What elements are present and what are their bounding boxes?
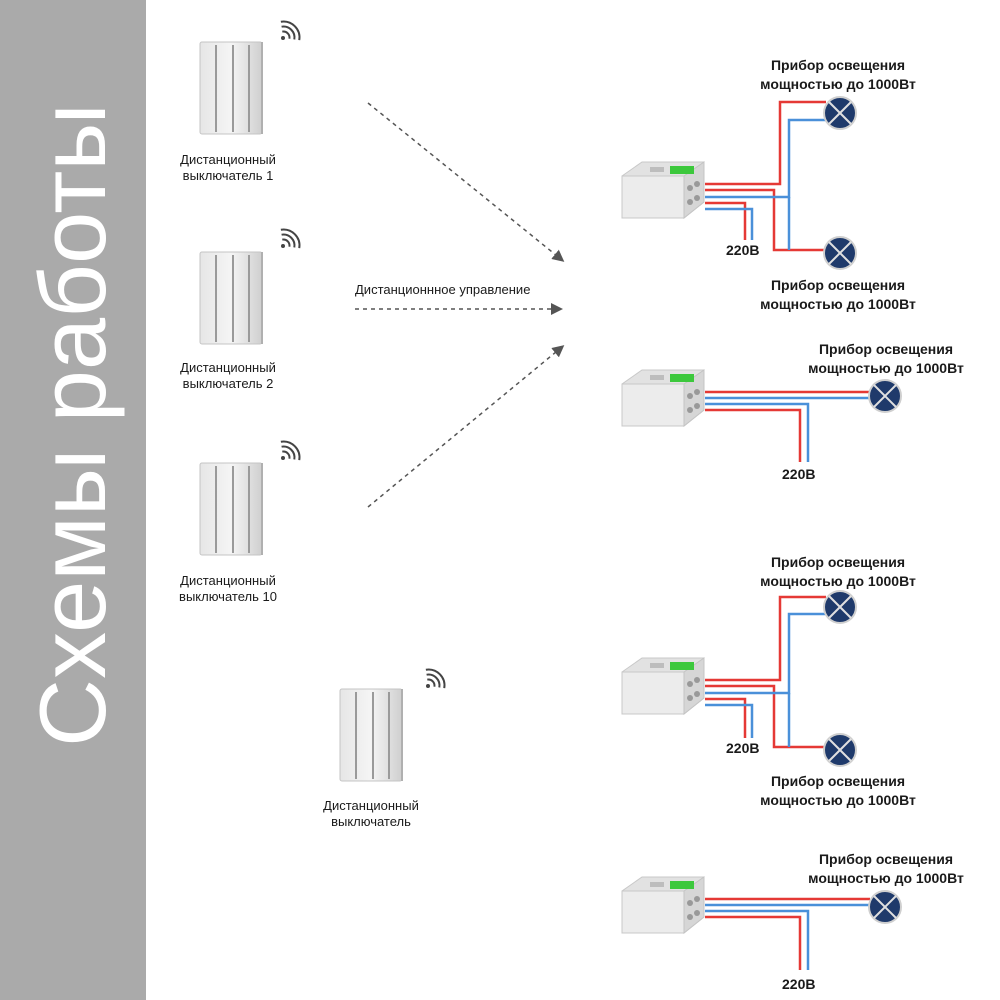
lamp-label-line1: Прибор освещения [818,851,954,867]
lamp-label-line1: Прибор освещения [770,277,906,293]
switch-10-image [199,462,263,556]
relay-module-image [621,876,705,934]
scheme-two-lamps [621,590,857,767]
lamp-label-line2: мощностью до 1000Вт [760,296,916,312]
switch-label: Дистанционный выключатель 2 [168,360,288,392]
lamp-label-line1: Прибор освещения [818,341,954,357]
scheme-one-lamp [621,369,902,462]
lamp-label-line2: мощностью до 1000Вт [808,360,964,376]
lamp-icon [868,890,902,924]
lamp-label-line2: мощностью до 1000Вт [760,573,916,589]
remote-arrow [367,102,565,262]
voltage-label: 220В [782,976,816,992]
voltage-label: 220В [726,242,760,258]
switch-label-line2: выключатель 10 [179,589,277,604]
lamp-icon [823,590,857,624]
voltage-label: 220В [726,740,760,756]
switch-label-line2: выключатель 1 [182,168,274,183]
switch-label-line1: Дистанционный [180,152,276,167]
switch-label-line1: Дистанционный [180,573,276,588]
lamp-label-line2: мощностью до 1000Вт [760,76,916,92]
remote-arrow [367,345,565,508]
wifi-icon [424,664,450,690]
switch-label: Дистанционный выключатель 1 [168,152,288,184]
lamp-label-line1: Прибор освещения [770,554,906,570]
switch-label-line1: Дистанционный [323,798,419,813]
lamp-label: Прибор освещения мощностью до 1000Вт [748,56,928,94]
switch-single-image [339,688,403,782]
lamp-icon [823,733,857,767]
sidebar: Схемы работы [0,0,146,1000]
lamp-label-line2: мощностью до 1000Вт [760,792,916,808]
scheme-one-lamp [621,876,902,970]
switch-1-image [199,41,263,135]
relay-module-image [621,369,705,427]
wifi-icon [279,436,305,462]
lamp-label-line1: Прибор освещения [770,773,906,789]
switch-label-line2: выключатель 2 [182,376,274,391]
lamp-icon [868,379,902,413]
switch-label-line1: Дистанционный [180,360,276,375]
switch-label: Дистанционный выключатель [311,798,431,830]
lamp-label: Прибор освещения мощностью до 1000Вт [748,553,928,591]
wifi-icon [279,16,305,42]
lamp-icon [823,96,857,130]
lamp-icon [823,236,857,270]
lamp-label: Прибор освещения мощностью до 1000Вт [748,276,928,314]
switch-label: Дистанционный выключатель 10 [168,573,288,605]
relay-module-image [621,161,705,219]
voltage-label: 220В [782,466,816,482]
lamp-label-line1: Прибор освещения [770,57,906,73]
lamp-label-line2: мощностью до 1000Вт [808,870,964,886]
wifi-icon [279,224,305,250]
lamp-label: Прибор освещения мощностью до 1000Вт [748,772,928,810]
switch-label-line2: выключатель [331,814,411,829]
scheme-two-lamps [621,96,857,270]
remote-control-label: Дистанционнное управление [355,282,531,297]
lamp-label: Прибор освещения мощностью до 1000Вт [796,850,976,888]
switch-2-image [199,251,263,345]
relay-module-image [621,657,705,715]
lamp-label: Прибор освещения мощностью до 1000Вт [796,340,976,378]
